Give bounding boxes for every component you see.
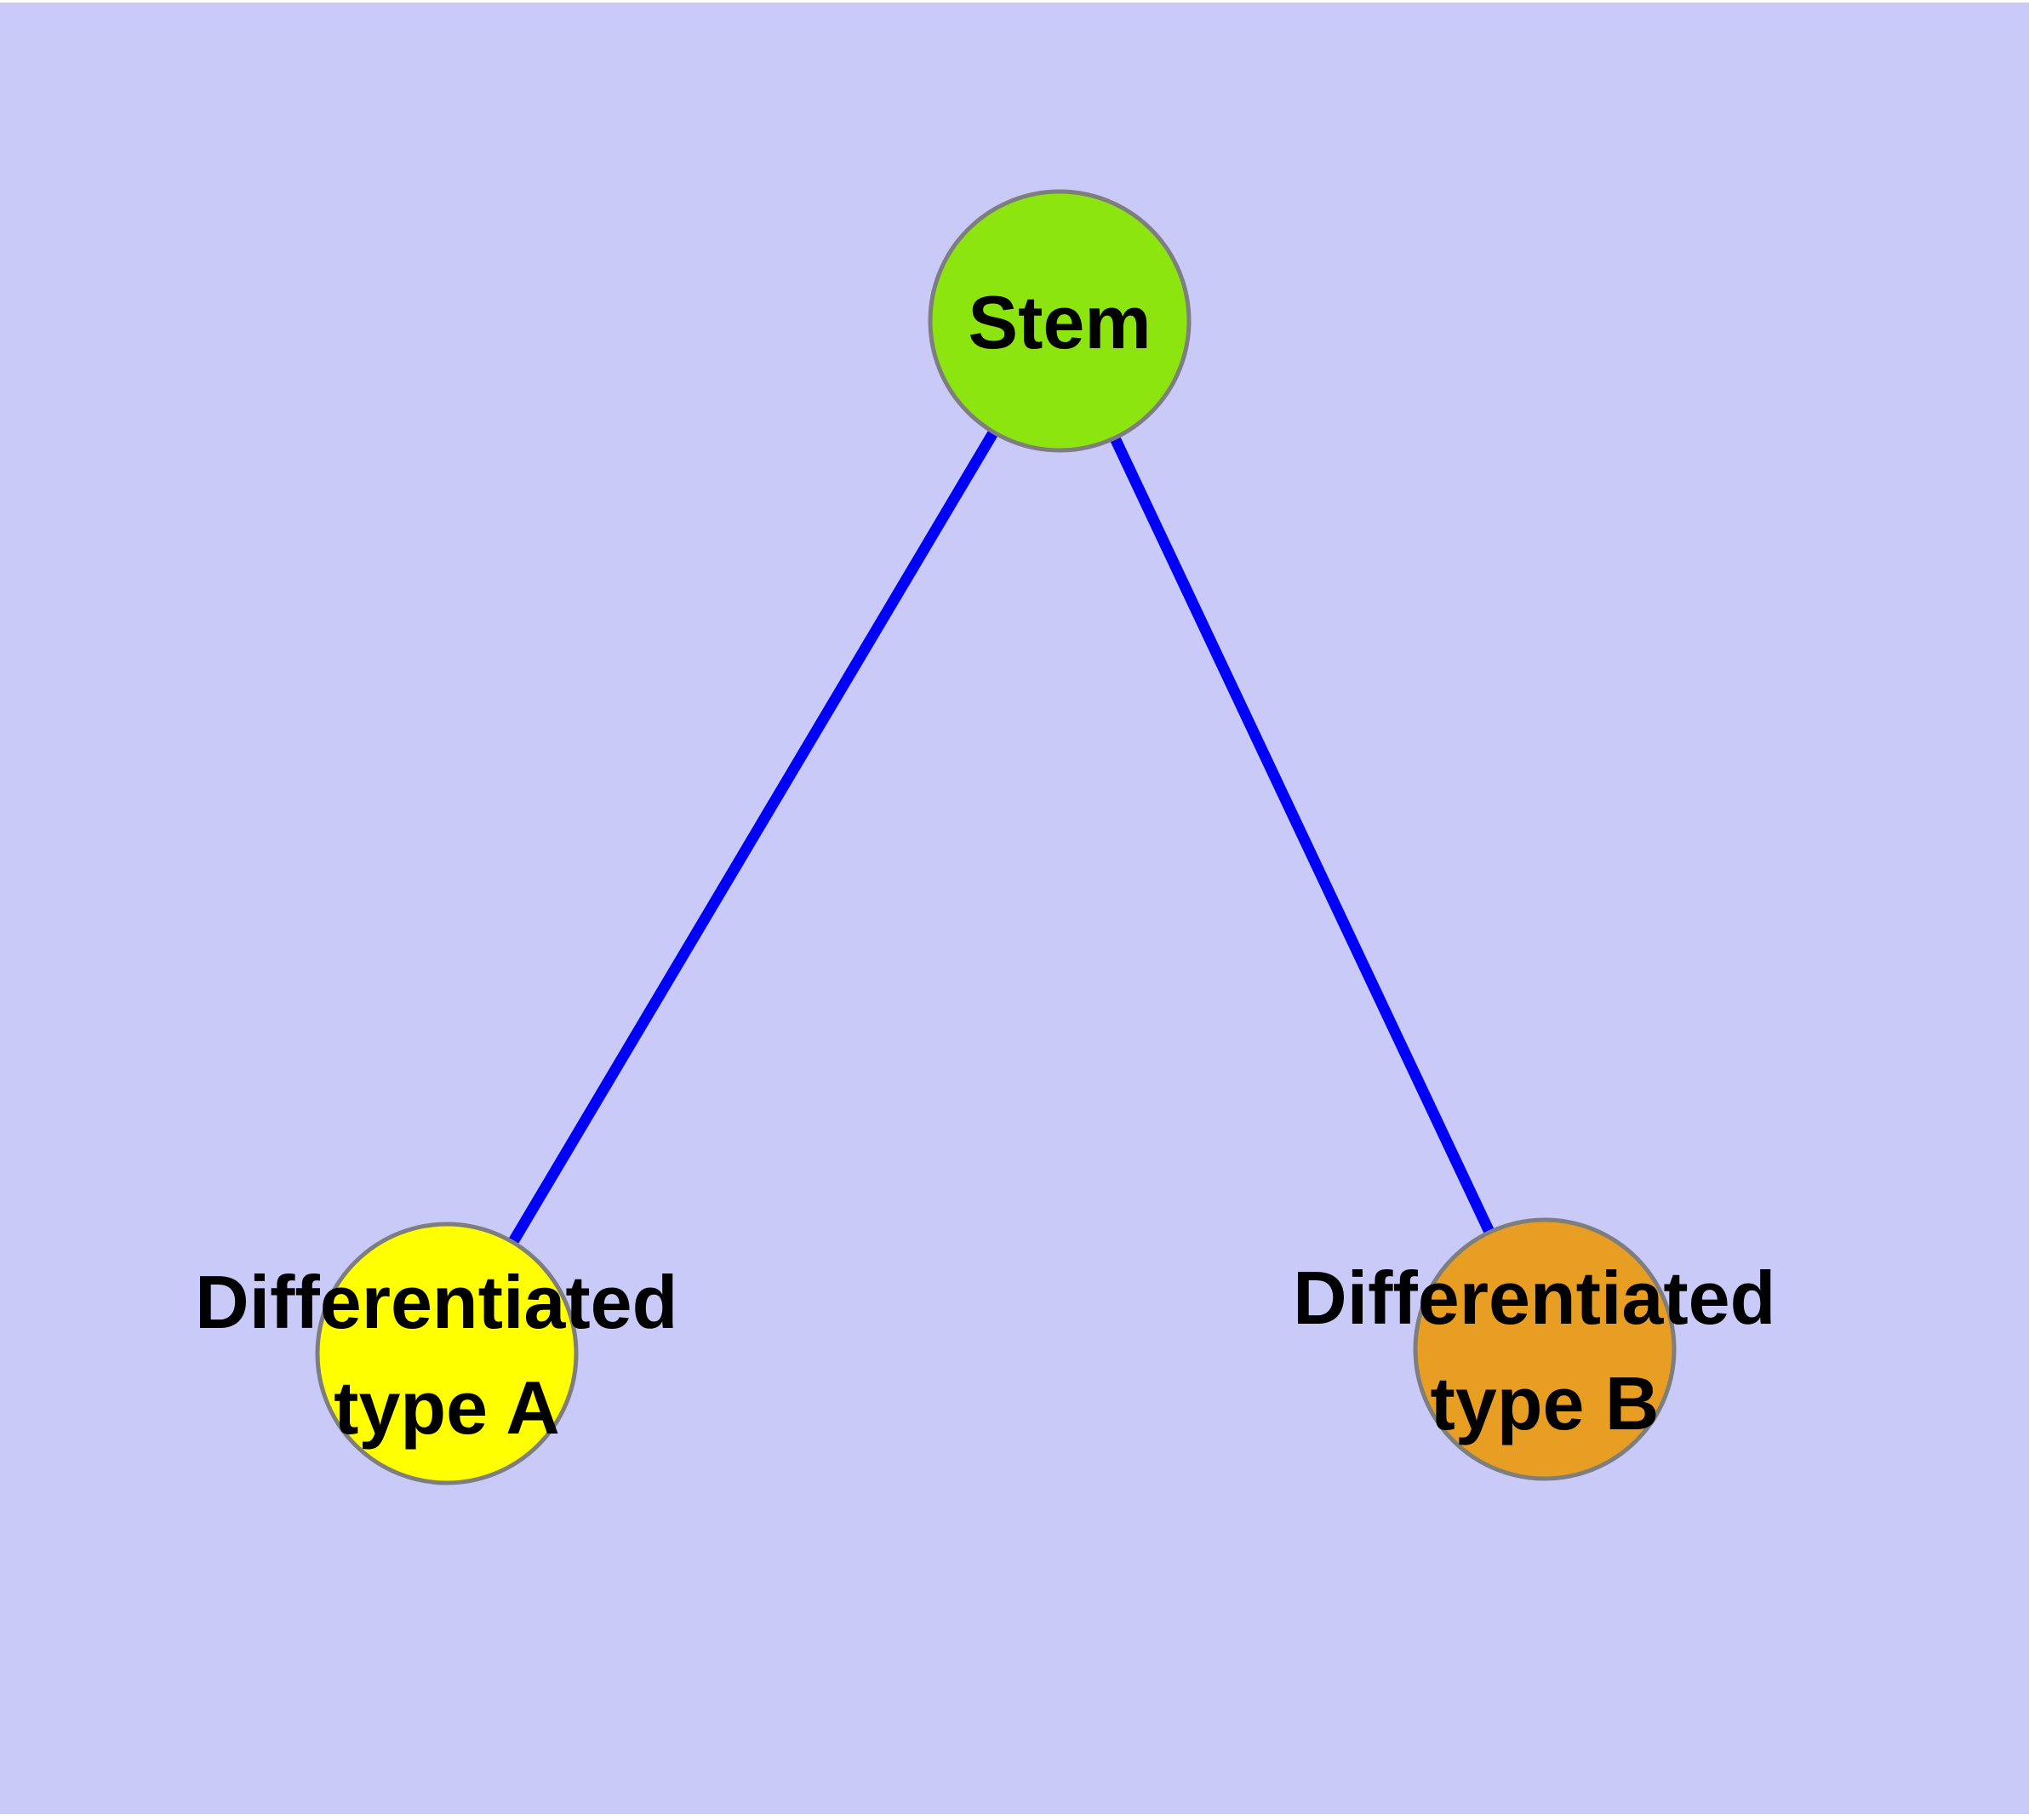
node-stem-label: Stem: [968, 280, 1151, 364]
node-type-a-circle: [315, 1222, 579, 1485]
edge-stem-to-type-a: [442, 318, 1065, 1357]
node-stem-circle: [928, 189, 1192, 453]
edge-stem-to-type-b: [1055, 318, 1550, 1352]
node-type-b-label: Differentiated type B: [1293, 1256, 1797, 1445]
node-type-a-label: Differentiated type A: [195, 1260, 699, 1450]
node-type-a-label-line1: Differentiated: [195, 1260, 677, 1344]
node-type-b-circle: [1413, 1217, 1677, 1481]
node-type-b-label-line1: Differentiated: [1293, 1256, 1775, 1340]
node-type-b-label-line2: type B: [1431, 1361, 1660, 1445]
node-type-a-label-line2: type A: [334, 1365, 560, 1450]
